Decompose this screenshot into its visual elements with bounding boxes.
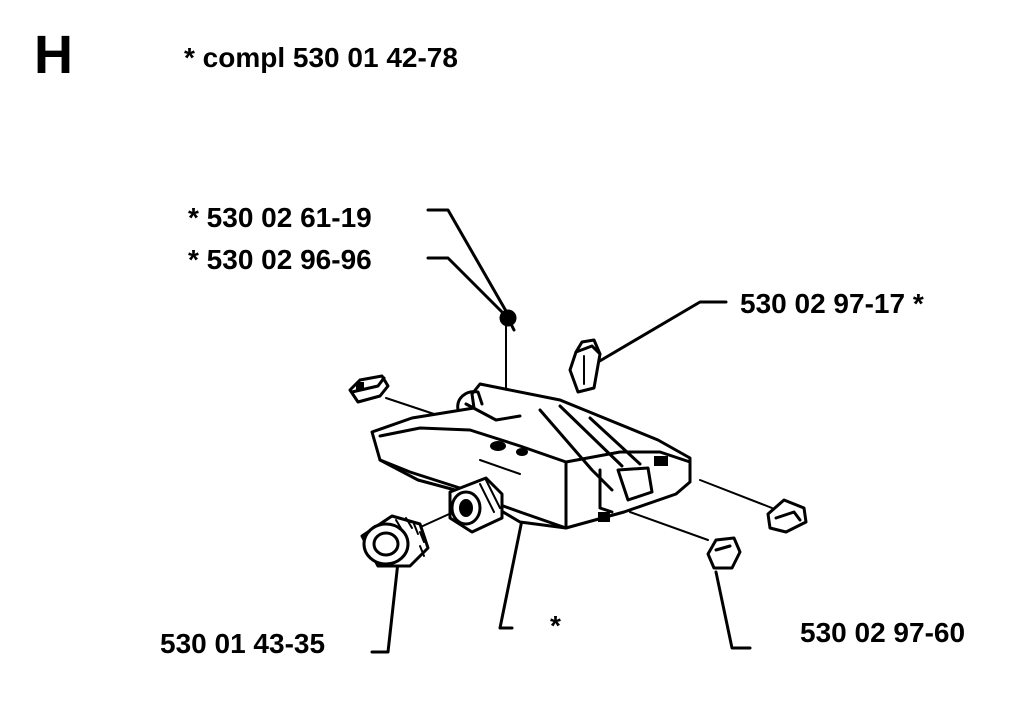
leader-lines [370, 208, 752, 654]
part-number-nut: 530 01 43-35 [160, 628, 326, 659]
leader-line-cap [596, 300, 728, 364]
section-letter: H [34, 25, 73, 85]
bracket-left-part [348, 374, 390, 404]
threaded-neck-part [448, 476, 504, 534]
leader-line-tank [498, 518, 524, 630]
filler-cap-part [568, 338, 602, 394]
bracket-right-part [766, 498, 808, 534]
part-number-screw: * 530 02 61-19 [188, 202, 372, 233]
knurled-nut-part [360, 514, 430, 568]
leader-line-screw [426, 208, 512, 320]
part-number-filler-cap: 530 02 97-17 * [740, 288, 924, 319]
screw-part [499, 309, 517, 332]
part-number-washer: * 530 02 96-96 [188, 244, 372, 275]
rubber-plug-part [706, 536, 742, 570]
leader-line-plug [714, 570, 752, 650]
part-number-plug: 530 02 97-60 [800, 617, 966, 648]
leader-line-washer [426, 256, 508, 318]
part-marker-tank: * [550, 610, 561, 641]
oil-tank-part [370, 382, 692, 530]
assembly-part-number: * compl 530 01 42-78 [184, 42, 458, 73]
leader-line-nut [370, 560, 400, 654]
